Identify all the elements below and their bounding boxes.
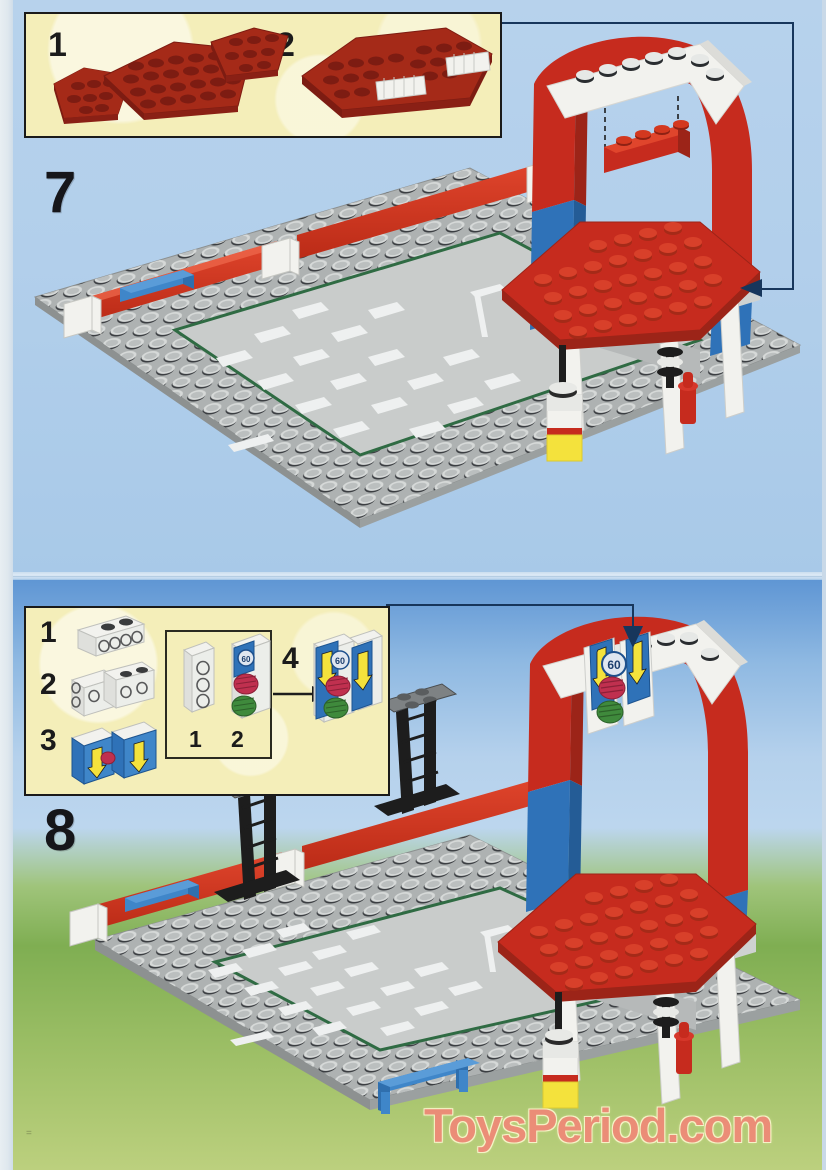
callout-line-horizontal-step7 (498, 22, 794, 24)
page-crease-line (13, 576, 826, 577)
part-red-wedge-small-2 (210, 27, 289, 82)
callout-line-horizontal-step8 (386, 604, 634, 606)
callout-line-vertical-step8 (632, 604, 634, 628)
step-number-8: 8 (44, 798, 77, 863)
inset8-item-number-3: 3 (40, 724, 57, 757)
callout-arrowhead-step7 (740, 279, 762, 297)
nested-part-white-housing (182, 641, 216, 713)
inset-step-8: 1 2 3 4 1 2 (24, 606, 390, 796)
step-8-panel: 60 (0, 580, 826, 1170)
part-assembled-red-roof (301, 27, 493, 118)
gas-pump-left-step8 (542, 992, 579, 1109)
inset8-item-number-1: 1 (40, 616, 57, 649)
inset-step-7-parts (53, 27, 493, 124)
part-blue-arrow-tiles (70, 721, 158, 785)
part-red-plate-large (103, 41, 253, 120)
fire-hydrant-step7 (678, 372, 698, 424)
blue-fence-railing-step8 (378, 1058, 480, 1114)
red-canopy-roof-step8 (497, 873, 757, 1002)
watermark: ToysPeriod.com (424, 1099, 773, 1152)
nested-item-number-2: 2 (231, 726, 244, 752)
inset8-item-number-2: 2 (40, 668, 57, 701)
part-assembled-traffic-gantry: 60 (312, 629, 384, 723)
nested-part-traffic-light: 60 (230, 633, 272, 719)
step-8-scene: 60 (69, 616, 802, 1114)
roof-studs-step7 (534, 222, 722, 339)
roof-studs-step8 (530, 874, 718, 991)
scan-margin-right (822, 0, 826, 1170)
step-7-scene (33, 36, 802, 528)
page-number: = (26, 1128, 32, 1139)
inset-step-7: 1 2 (24, 12, 502, 138)
gas-pump-right-step7 (657, 347, 683, 388)
road-markings-step8 (208, 923, 514, 1046)
callout-arrowhead-step8 (623, 626, 643, 648)
gas-pump-left-step7 (546, 345, 583, 462)
nested-speed-sign-60: 60 (242, 655, 251, 664)
nested-item-number-1: 1 (189, 726, 202, 752)
step-number-7: 7 (44, 160, 77, 225)
white-insert-parts (375, 51, 491, 101)
result-speed-sign-60: 60 (335, 656, 345, 666)
road-markings-step7 (216, 284, 521, 452)
arch-rail-studs-step7 (576, 47, 724, 83)
blue-bench-step7 (120, 270, 194, 302)
traffic-light-gantry-step8: 60 (583, 631, 655, 735)
inset-step-8-parts: 60 60 (70, 615, 384, 785)
callout-line-tail-step7 (760, 288, 794, 290)
lattice-tower-right-step8 (374, 683, 460, 816)
part-white-plate-side-studs (76, 615, 146, 657)
callout-line-vertical-step7 (792, 22, 794, 290)
arch-gantry-step7 (530, 36, 752, 356)
scan-margin-left (0, 0, 13, 1170)
page-crease (13, 572, 826, 579)
red-canopy-roof-step7 (501, 221, 761, 350)
fire-hydrant-step8 (674, 1022, 694, 1074)
step-7-panel: 7 1 2 (0, 0, 826, 580)
floating-red-brick-step7 (604, 120, 690, 173)
inset8-result-number-4: 4 (282, 642, 299, 675)
inset-item-number-1: 1 (48, 26, 67, 64)
part-white-brackets (70, 661, 156, 717)
gas-pump-right-step8 (653, 997, 679, 1038)
blue-bench-step8 (125, 880, 199, 912)
speed-limit-sign-step8: 60 (607, 658, 621, 672)
